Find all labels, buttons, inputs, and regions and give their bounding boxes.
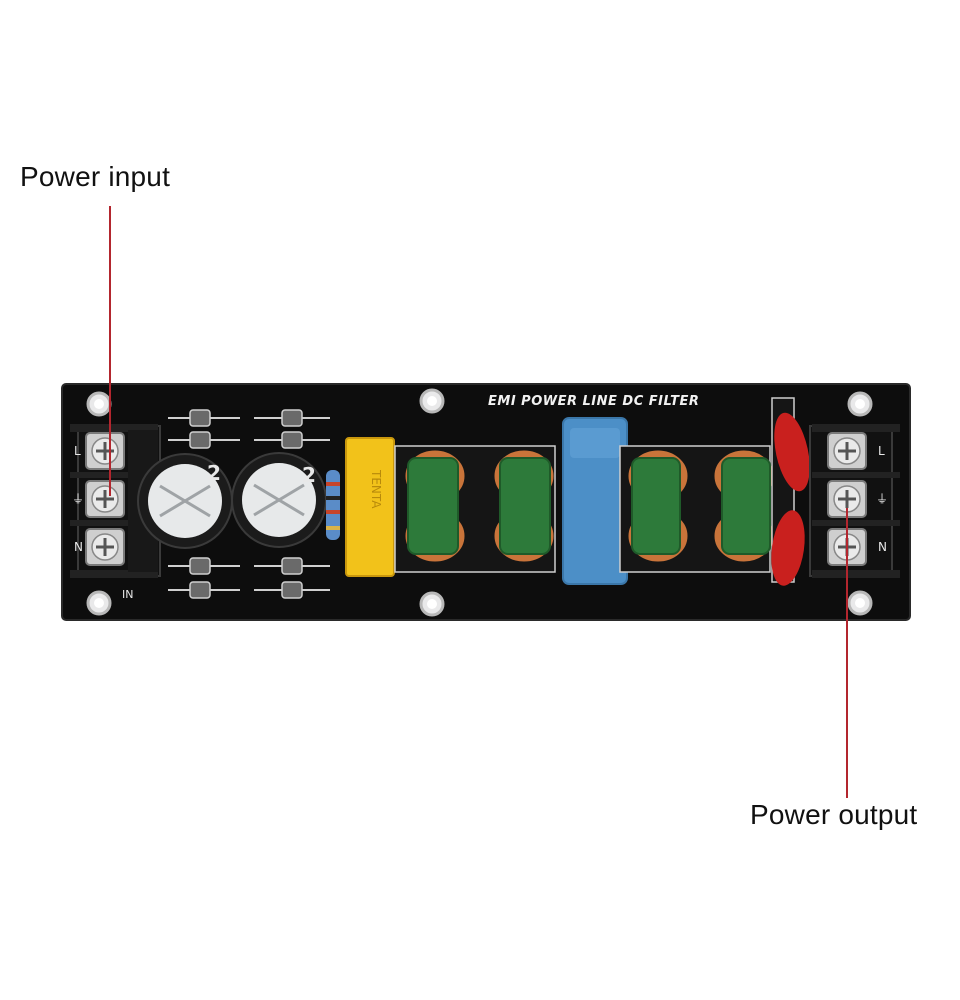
silkscreen-title: EMI POWER LINE DC FILTER	[488, 394, 699, 409]
input-terminal-marks: L ⏚ N IN	[72, 444, 133, 601]
svg-text:⏚: ⏚	[72, 492, 84, 506]
svg-text:L: L	[74, 444, 81, 458]
svg-text:2: 2	[207, 461, 221, 485]
svg-text:N: N	[74, 540, 83, 554]
yellow-x-capacitor: TENTA	[345, 437, 395, 577]
power-input-label: Power input	[20, 161, 171, 192]
svg-text:⏚: ⏚	[876, 492, 888, 506]
output-terminal-marks: L ⏚ N	[876, 444, 888, 554]
power-output-leader-line	[846, 508, 848, 798]
svg-text:N: N	[878, 540, 887, 554]
svg-text:L: L	[878, 444, 885, 458]
svg-text:TENTA: TENTA	[369, 469, 383, 509]
svg-text:2: 2	[302, 463, 316, 487]
svg-text:IN: IN	[122, 588, 133, 601]
red-varistors	[771, 397, 810, 586]
resistor	[326, 470, 340, 540]
power-output-label: Power output	[750, 799, 918, 830]
electrolytic-capacitors: 2 2	[137, 452, 327, 549]
rectifier-diodes	[168, 409, 330, 599]
common-mode-chokes-left	[394, 445, 556, 573]
power-input-leader-line	[109, 206, 111, 496]
blue-film-capacitor	[562, 417, 628, 585]
output-terminal-block	[809, 424, 900, 578]
common-mode-chokes-right	[619, 445, 774, 573]
